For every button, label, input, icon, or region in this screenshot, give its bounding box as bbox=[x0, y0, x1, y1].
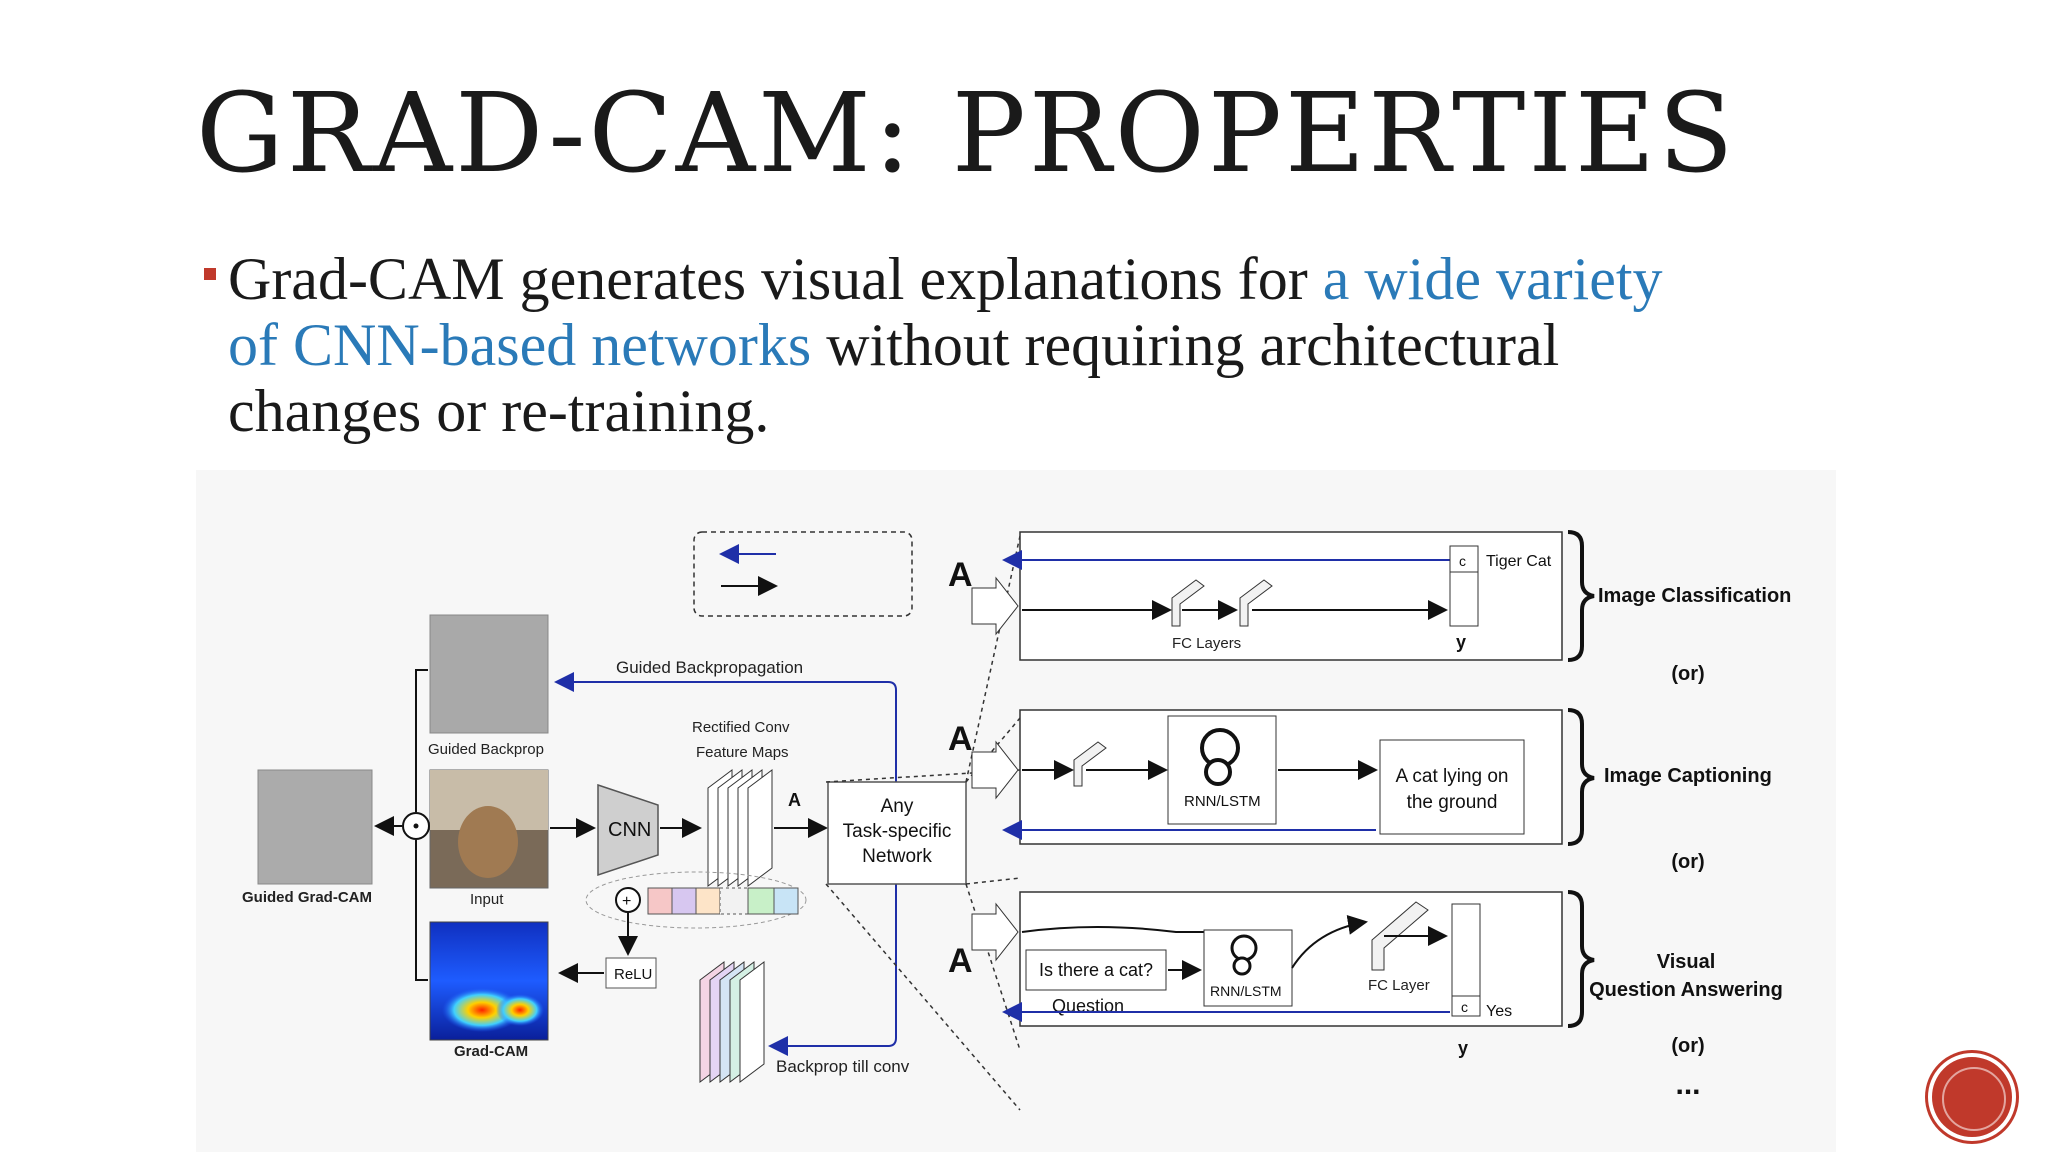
bullet-square-icon bbox=[204, 268, 216, 280]
label-y-vqa: y bbox=[1458, 1038, 1468, 1058]
panel-vqa: A Is there a cat? Question RNN/LSTM FC L… bbox=[948, 891, 1563, 1058]
label-rectified-conv: Rectified Conv bbox=[692, 719, 790, 736]
label-y-classification: y bbox=[1456, 632, 1466, 652]
label-feature-maps: Feature Maps bbox=[696, 744, 789, 761]
label-guided-backpropagation: Guided Backpropagation bbox=[616, 658, 803, 677]
gradcam-diagram-svg: Guided Backprop Guided Backpropagation I… bbox=[242, 530, 1791, 1111]
weights-bar bbox=[647, 887, 799, 915]
label-yes: Yes bbox=[1486, 1003, 1512, 1020]
gradient-maps-stack bbox=[699, 961, 765, 1083]
braces bbox=[1567, 530, 1595, 1028]
label-or-2: (or) bbox=[1671, 851, 1704, 873]
label-caption-line1: A cat lying on bbox=[1395, 766, 1508, 787]
bullet-text-part1: Grad-CAM generates visual explanations f… bbox=[228, 246, 1323, 312]
label-gradcam: Grad-CAM bbox=[454, 1043, 528, 1060]
label-guided-backprop: Guided Backprop bbox=[428, 741, 544, 758]
relu-box bbox=[605, 957, 657, 989]
label-question-answering: Question Answering bbox=[1589, 979, 1783, 1001]
label-visual: Visual bbox=[1657, 951, 1716, 973]
panel-image-captioning: A RNN/LSTM A cat lying on the ground bbox=[948, 709, 1563, 845]
label-fc-layers: FC Layers bbox=[1172, 635, 1241, 652]
corner-logo-icon bbox=[1928, 1053, 2016, 1141]
bullet-text-part2: without requiring architectural changes … bbox=[228, 312, 1560, 444]
label-rnn-lstm-vqa: RNN/LSTM bbox=[1210, 983, 1282, 999]
task-network-box bbox=[827, 781, 967, 885]
label-tiger-cat: Tiger Cat bbox=[1486, 553, 1552, 570]
slide-title: GRAD-CAM: PROPERTIES bbox=[196, 69, 1737, 197]
label-network: Network bbox=[862, 846, 932, 867]
label-a-vqa: A bbox=[948, 942, 973, 980]
question-box bbox=[1025, 949, 1167, 991]
label-rnn-lstm-captioning: RNN/LSTM bbox=[1184, 793, 1261, 810]
cnn-block bbox=[597, 783, 659, 877]
label-backprop-till-conv: Backprop till conv bbox=[776, 1057, 910, 1076]
label-or-3: (or) bbox=[1671, 1035, 1704, 1057]
label-question-text: Is there a cat? bbox=[1039, 960, 1153, 980]
feature-maps-stack bbox=[707, 769, 773, 887]
guided-backprop-image bbox=[429, 614, 549, 734]
label-or-1: (or) bbox=[1671, 663, 1704, 685]
label-image-classification: Image Classification bbox=[1598, 585, 1791, 607]
label-a-classification: A bbox=[948, 556, 973, 594]
label-fc-layer: FC Layer bbox=[1368, 977, 1430, 994]
gradcam-diagram: Guided Backprop Guided Backpropagation I… bbox=[196, 470, 1836, 1152]
label-image-captioning: Image Captioning bbox=[1604, 765, 1772, 787]
label-ellipsis: ... bbox=[1675, 1068, 1700, 1101]
label-c-classification: c bbox=[1459, 553, 1466, 569]
svg-text:+: + bbox=[622, 893, 631, 910]
label-any: Any bbox=[881, 796, 914, 817]
guided-backprop-path bbox=[554, 672, 897, 1010]
label-caption-line2: the ground bbox=[1407, 792, 1498, 813]
bullet-text-highlight: a wide variety of CNN-based networks bbox=[228, 246, 1663, 378]
panel-image-classification: A FC Layers c Tiger Cat y bbox=[948, 531, 1563, 661]
label-a-captioning: A bbox=[948, 720, 973, 758]
bullet-text: Grad-CAM generates visual explanations f… bbox=[228, 246, 1716, 444]
label-cnn: CNN bbox=[608, 819, 651, 841]
label-task-specific: Task-specific bbox=[843, 821, 952, 842]
guided-gradcam-image bbox=[257, 769, 373, 885]
label-relu: ReLU bbox=[614, 966, 652, 983]
caption-output-box bbox=[1379, 739, 1525, 835]
label-input: Input bbox=[470, 891, 504, 908]
bullet-point: Grad-CAM generates visual explanations f… bbox=[196, 246, 1716, 444]
label-a-features: A bbox=[788, 790, 801, 810]
label-c-vqa: c bbox=[1461, 999, 1468, 1015]
label-guided-gradcam: Guided Grad-CAM bbox=[242, 889, 372, 906]
legend bbox=[693, 531, 913, 617]
